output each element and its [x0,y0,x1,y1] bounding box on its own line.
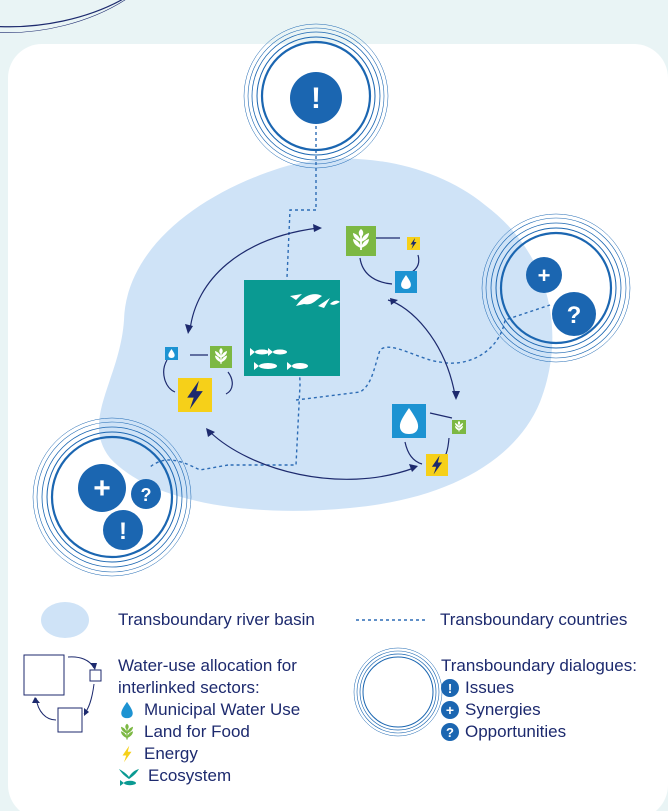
sector-label: Ecosystem [148,766,232,785]
legend-basin-label: Transboundary river basin [118,610,315,629]
flow-arrowheads [185,224,460,472]
legend-allocation-diagram [23,654,102,733]
issue-symbol: ! [311,82,321,115]
legend-allocation-arrows [32,663,97,716]
water-drop-icon [121,701,133,719]
dialogue-label: Opportunities [465,722,567,741]
dialogue-label: Synergies [465,700,541,719]
ecosystem-block [244,280,340,376]
legend-dialogue-synergies: + Synergies [441,699,637,721]
svg-text:!: ! [448,681,452,696]
question-icon: ? [441,723,459,741]
corner-arc [0,0,126,33]
legend-sector-food: Land for Food [118,721,300,743]
sector-cluster-food [346,226,420,293]
legend-sector-water: Municipal Water Use [118,699,300,721]
exclamation-icon [290,72,342,124]
synergy-symbol: + [93,472,111,505]
sector-label: Land for Food [144,722,250,741]
sector-flows [163,227,456,480]
corner-arc [0,0,123,28]
legend-basin-swatch [41,602,89,638]
sector-label: Municipal Water Use [144,700,301,719]
sector-cluster-energy [165,346,232,412]
legend-allocation-title: Water-use allocation for interlinked sec… [118,655,300,787]
question-icon [552,292,596,336]
synergy-symbol: + [538,263,551,288]
plus-icon [526,257,562,293]
sector-label: Energy [144,744,198,763]
issue-symbol: ! [119,518,127,545]
legend-dialogue-issues: ! Issues [441,677,637,699]
plus-icon: + [441,701,459,719]
dialogue-top: ! [243,23,389,169]
exclamation-icon: ! [441,679,459,697]
dialogues-title: Transboundary dialogues: [441,656,637,675]
legend-dialogue-rings [353,647,443,737]
ecosystem-icon [119,769,139,786]
legend-dialogues: Transboundary dialogues: ! Issues + Syne… [441,655,637,743]
opportunity-symbol: ? [567,302,582,329]
opportunity-symbol: ? [141,485,152,505]
legend-countries-label: Transboundary countries [440,610,628,629]
legend-dialogue-opportunities: ? Opportunities [441,721,637,743]
legend-sector-energy: Energy [118,743,300,765]
svg-text:?: ? [446,725,454,740]
birds-icon [290,294,340,308]
allocation-title-line2: interlinked sectors: [118,678,260,697]
fish-icon [250,348,308,370]
lightning-icon [122,745,132,763]
dialogue-bottom-left: + ? ! [32,417,192,577]
question-icon [131,479,161,509]
dialogue-label: Issues [465,678,515,697]
allocation-title-line1: Water-use allocation for [118,656,297,675]
legend-sector-ecosystem: Ecosystem [118,765,300,787]
wheat-icon [121,723,133,740]
svg-text:+: + [446,702,454,718]
plus-icon [78,464,126,512]
dialogue-right: + ? [481,213,631,363]
sector-cluster-water [392,404,466,476]
exclamation-icon [103,510,143,550]
